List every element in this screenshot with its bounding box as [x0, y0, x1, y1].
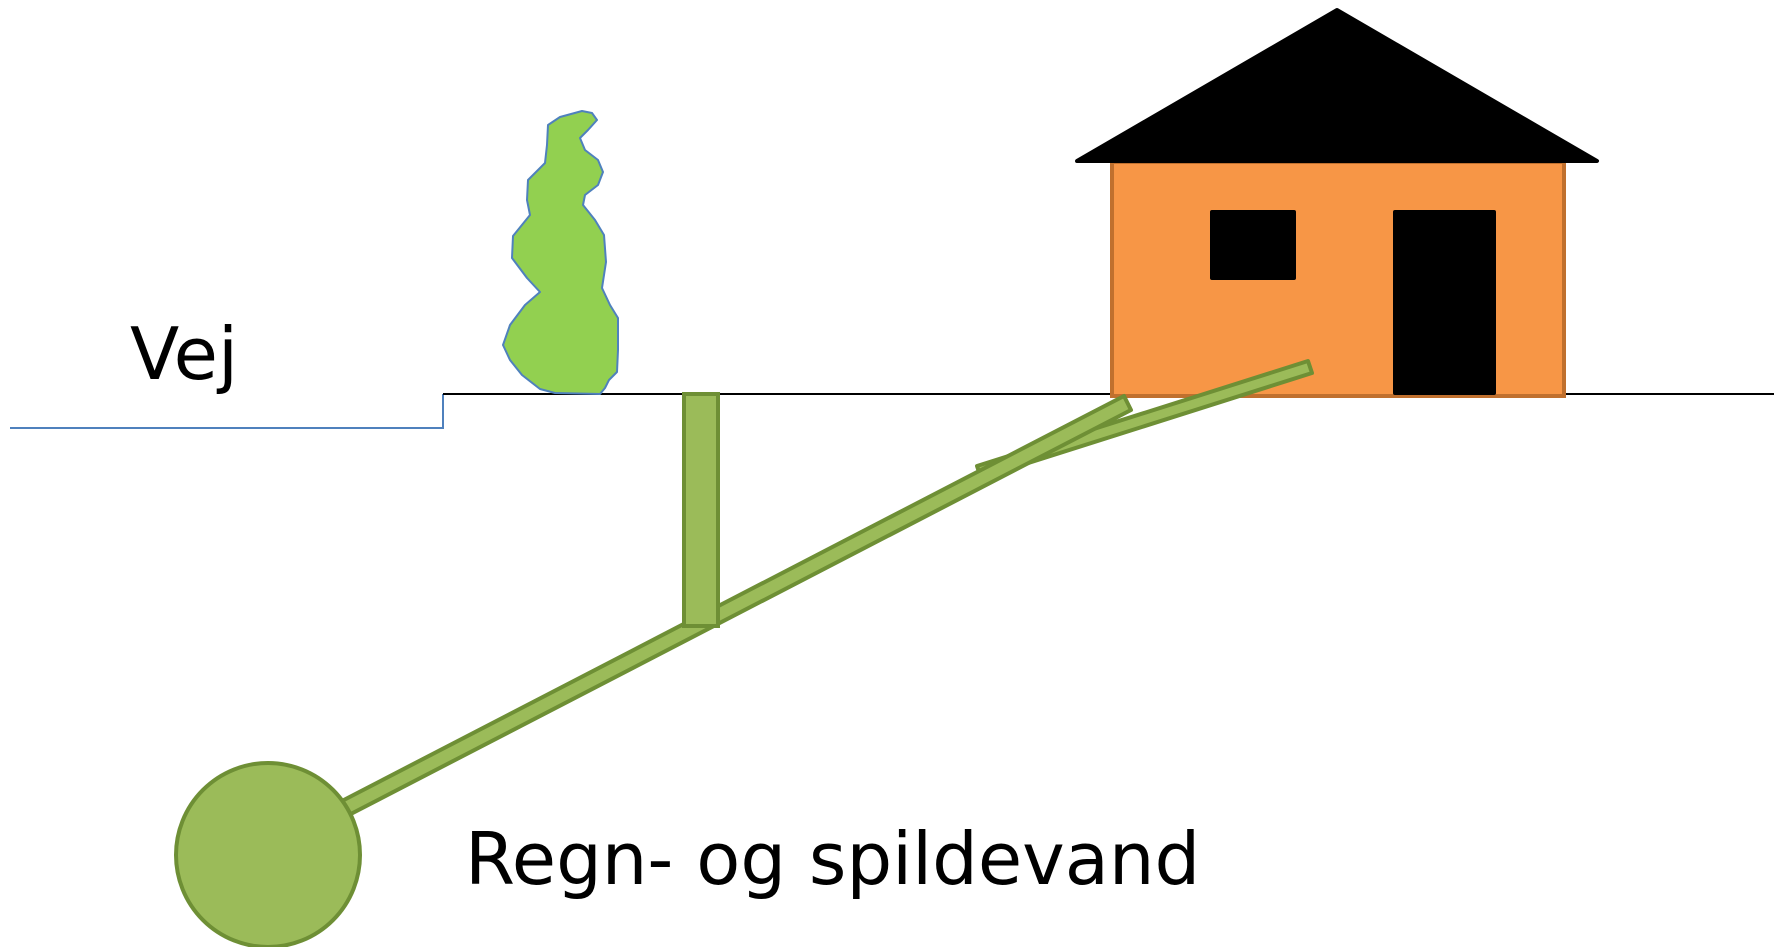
road-label: Vej [130, 312, 238, 396]
house-door [1393, 210, 1496, 395]
house-icon [1075, 8, 1599, 398]
tree-icon [502, 110, 619, 395]
house-window [1210, 210, 1296, 280]
sewer-main-icon [174, 761, 362, 947]
service-pipe [336, 394, 1133, 819]
house-roof [1075, 8, 1599, 163]
inspection-riser-pipe [682, 392, 720, 628]
road-surface-line [10, 394, 444, 429]
sewer-label: Regn- og spildevand [465, 817, 1201, 901]
house-wall [1110, 160, 1566, 398]
